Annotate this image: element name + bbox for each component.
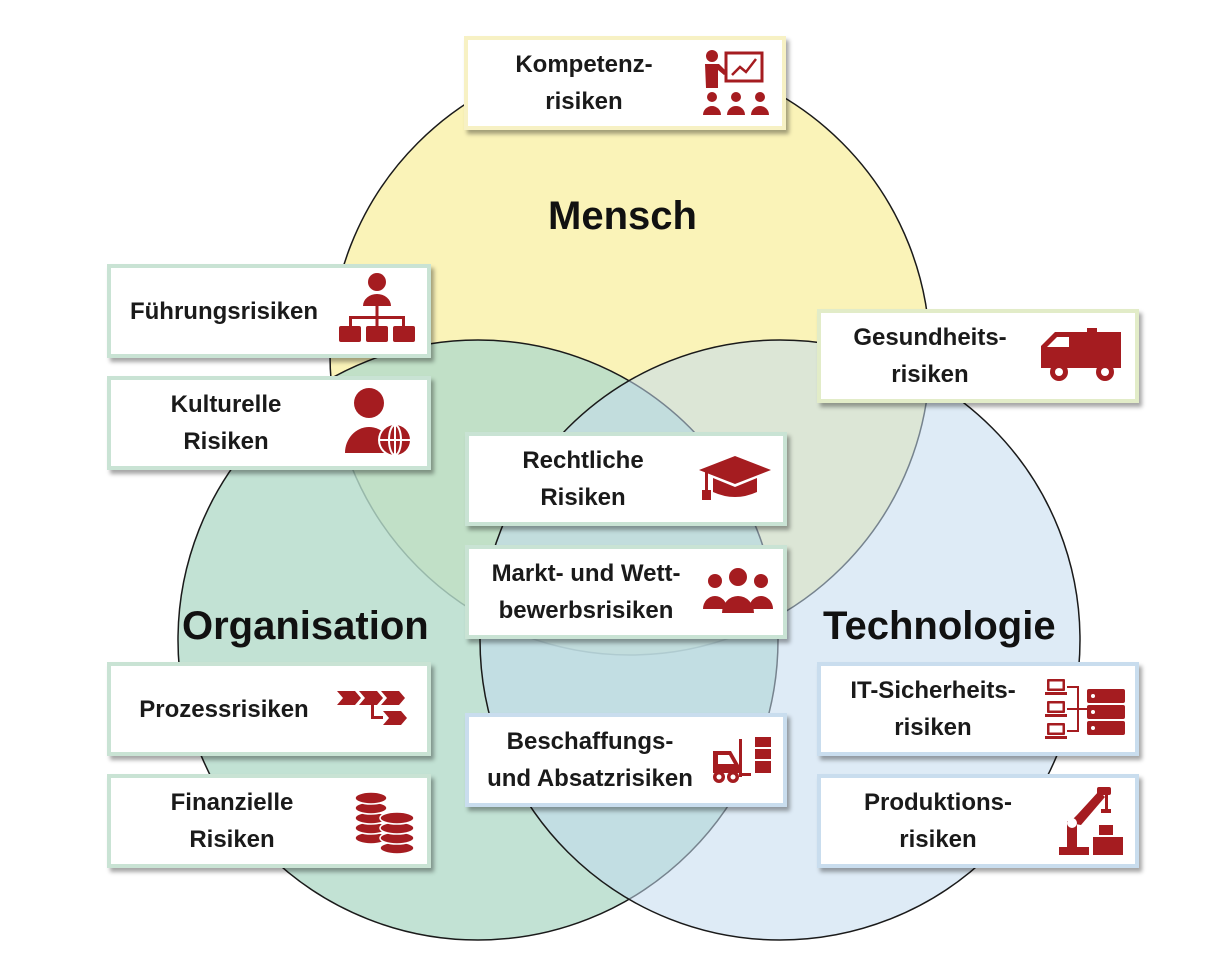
- box-markt-und-wettbewerbsrisiken: Markt- und Wett-bewerbsrisiken: [465, 545, 787, 639]
- forklift-icon: [711, 735, 773, 785]
- box-text-line1: Produktions-: [864, 789, 1012, 816]
- box-it-sicherheitsrisiken: IT-Sicherheits-risiken: [817, 662, 1139, 756]
- box-text-line2: Risiken: [189, 826, 275, 853]
- box-text-line1: Rechtliche: [522, 447, 644, 474]
- box-text-line1: IT-Sicherheits-: [850, 677, 1016, 704]
- org-chart-icon: [337, 272, 417, 350]
- box-text-line1: Kulturelle: [170, 391, 282, 418]
- box-text-line1: Kompetenz-: [515, 51, 653, 78]
- ambulance-icon: [1039, 328, 1125, 384]
- coins-icon: [353, 786, 417, 856]
- group-icon: [703, 567, 773, 617]
- label-organisation: Organisation: [182, 604, 429, 648]
- box-text-line2: risiken: [545, 88, 623, 115]
- box-fuehrungsrisiken: Führungsrisiken: [107, 264, 431, 358]
- presentation-icon: [700, 47, 772, 119]
- box-text-line2: Risiken: [183, 428, 269, 455]
- box-text-line1: Prozessrisiken: [139, 695, 309, 723]
- box-text-line2: bewerbsrisiken: [498, 597, 674, 624]
- person-globe-icon: [341, 385, 417, 461]
- box-text-line2: risiken: [891, 361, 969, 388]
- robot-arm-icon: [1055, 785, 1125, 857]
- box-produktionsrisiken: Produktions-risiken: [817, 774, 1139, 868]
- box-text-line2: risiken: [894, 714, 972, 741]
- label-mensch: Mensch: [548, 194, 697, 238]
- label-technologie: Technologie: [823, 604, 1056, 648]
- box-text-line1: Gesundheits-: [853, 324, 1007, 351]
- process-flow-icon: [337, 689, 417, 729]
- box-prozessrisiken: Prozessrisiken: [107, 662, 431, 756]
- box-text-line1: Markt- und Wett-: [491, 560, 681, 587]
- box-gesundheitsrisiken: Gesundheits-risiken: [817, 309, 1139, 403]
- server-network-icon: [1045, 675, 1127, 743]
- graduation-cap-icon: [697, 454, 773, 504]
- box-kompetenzrisiken: Kompetenz-risiken: [464, 36, 786, 130]
- box-text-line2: risiken: [899, 826, 977, 853]
- box-text-line1: Führungsrisiken: [129, 297, 319, 325]
- box-text-line1: Beschaffungs-: [506, 728, 674, 755]
- box-beschaffungs-und-absatzrisiken: Beschaffungs-und Absatzrisiken: [465, 713, 787, 807]
- box-text-line2: und Absatzrisiken: [487, 765, 693, 792]
- box-text-line1: Finanzielle: [170, 789, 294, 816]
- box-text-line2: Risiken: [540, 484, 626, 511]
